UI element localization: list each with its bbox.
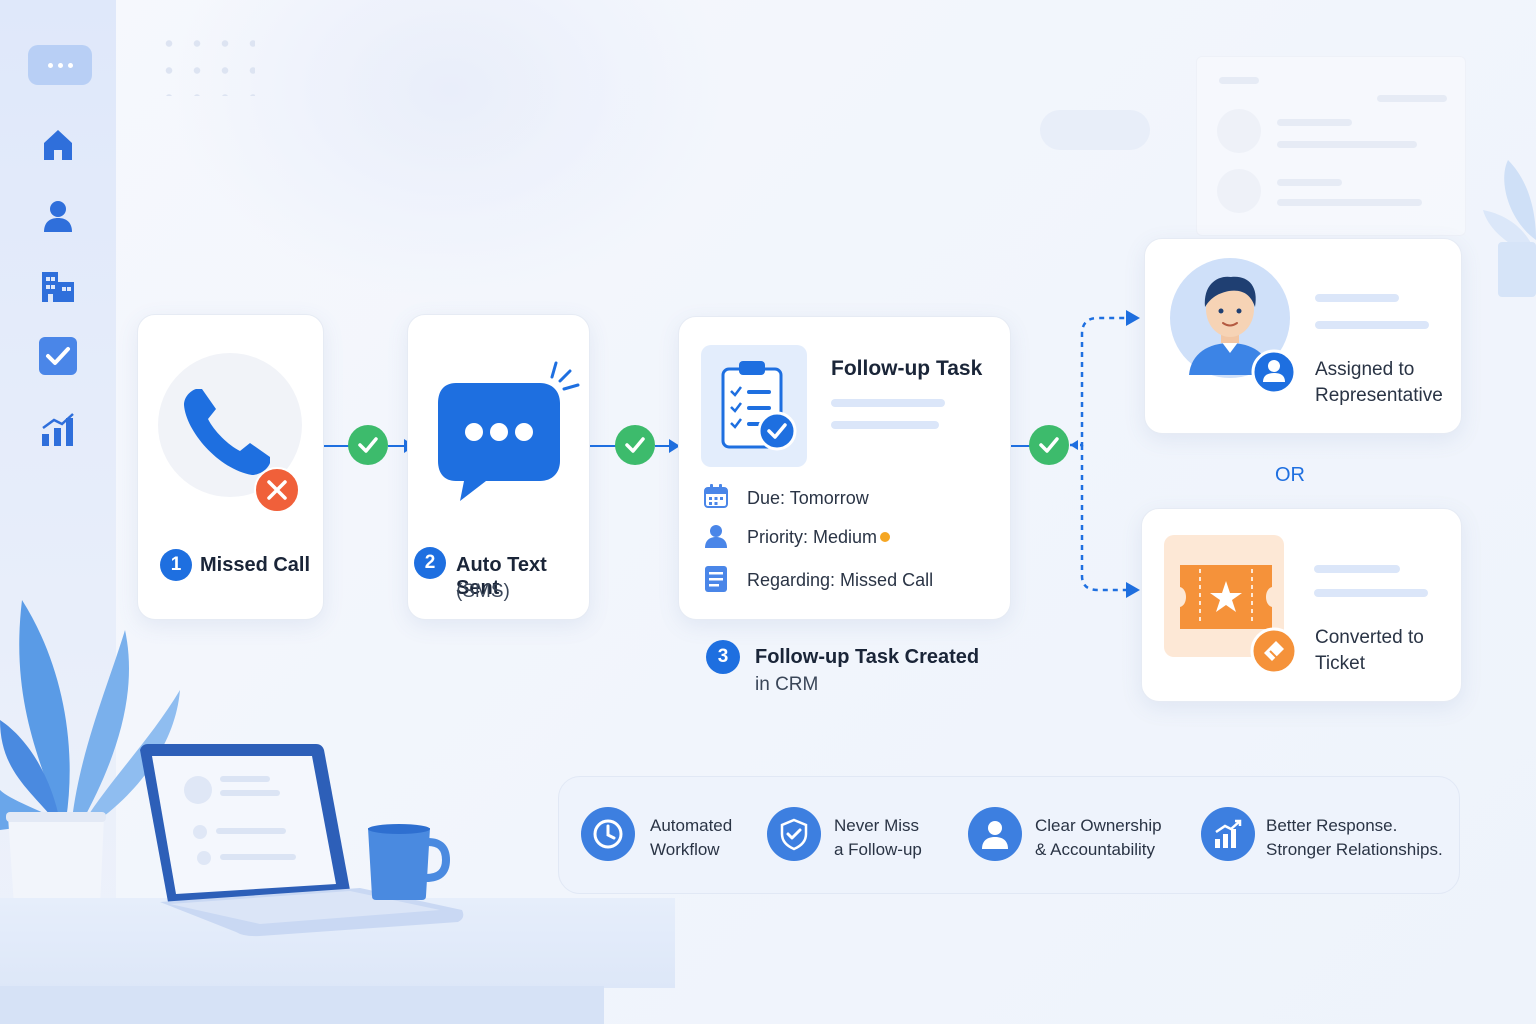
step-number-1: 1 <box>160 549 192 581</box>
ticket-badge-icon <box>1250 627 1298 675</box>
step-title-auto-text: Auto Text Sent <box>456 554 547 599</box>
benefit-ownership: Clear Ownership & Accountability <box>1035 816 1162 859</box>
desk-front <box>0 986 604 1024</box>
placeholder-bar <box>831 399 945 407</box>
calendar-icon <box>704 484 728 508</box>
home-icon[interactable] <box>40 126 76 162</box>
converted-ticket-card: Converted to Ticket <box>1141 508 1462 702</box>
chat-bubble-icon[interactable] <box>28 45 92 85</box>
step-subtitle-sms: (SMS) <box>456 581 510 602</box>
step-number-2: 2 <box>414 547 446 579</box>
green-check-icon <box>348 425 388 465</box>
connector-line <box>655 445 671 447</box>
auto-text-card: 2 Auto Text Sent (SMS) <box>407 314 590 620</box>
assigned-representative-card: Assigned to Representative <box>1144 238 1462 434</box>
branch-connector <box>1070 310 1140 598</box>
person-icon <box>705 525 727 548</box>
phone-icon <box>184 389 270 475</box>
background-cloud <box>1040 110 1150 150</box>
coffee-mug-illustration <box>368 824 450 900</box>
missed-call-card: 1 Missed Call <box>137 314 324 620</box>
follow-up-task-card: Follow-up Task Due: Tomorrow Priority: M… <box>678 316 1011 620</box>
placeholder-bar <box>1315 321 1429 329</box>
task-priority: Priority: Medium <box>747 527 878 547</box>
arrowhead-icon <box>669 439 680 453</box>
placeholder-bar <box>1314 565 1400 573</box>
user-badge-icon <box>1251 349 1297 395</box>
green-check-icon <box>615 425 655 465</box>
benefit-never-miss: Never Miss a Follow-up <box>834 816 922 859</box>
growth-chart-icon <box>1201 807 1255 861</box>
missed-x-icon <box>254 467 300 513</box>
connector-line <box>388 445 406 447</box>
benefit-automated: Automated Workflow <box>650 816 733 859</box>
background-window <box>1196 56 1466 236</box>
task-card-title: Follow-up Task <box>831 357 983 380</box>
decorative-dots <box>155 30 255 96</box>
ticket-label: Converted to Ticket <box>1315 627 1424 674</box>
step-number-3: 3 <box>706 640 740 674</box>
tasks-checkbox-icon[interactable] <box>38 336 78 376</box>
placeholder-bar <box>831 421 939 429</box>
user-icon <box>968 807 1022 861</box>
company-building-icon[interactable] <box>40 268 76 304</box>
benefits-bar: Automated Workflow Never Miss a Follow-u… <box>558 776 1460 894</box>
laptop-illustration <box>140 744 464 937</box>
connector-line <box>324 445 350 447</box>
plant-leaf-decoration <box>1483 160 1536 297</box>
step-title-missed-call: Missed Call <box>200 554 311 576</box>
benefit-better-response: Better Response. Stronger Relationships. <box>1266 816 1443 859</box>
notification-burst-icon <box>550 361 580 391</box>
priority-dot-icon <box>880 532 890 542</box>
representative-avatar <box>1170 258 1290 378</box>
connector-line <box>1011 445 1031 447</box>
contact-icon[interactable] <box>40 198 76 234</box>
document-icon <box>705 566 727 592</box>
placeholder-bar <box>1315 294 1399 302</box>
or-label: OR <box>1275 464 1305 486</box>
reports-chart-icon[interactable] <box>40 412 76 448</box>
clipboard-checklist-icon <box>721 361 797 451</box>
assigned-label: Assigned to Representative <box>1315 359 1443 406</box>
shield-check-icon <box>767 807 821 861</box>
clock-icon <box>581 807 635 861</box>
potted-plant-illustration <box>0 600 180 906</box>
chat-message-icon <box>438 383 560 501</box>
step-subtitle-crm: in CRM <box>755 674 819 695</box>
green-check-icon <box>1029 425 1069 465</box>
connector-line <box>590 445 616 447</box>
ticket-star-icon <box>1180 565 1272 629</box>
task-due: Due: Tomorrow <box>747 488 869 508</box>
placeholder-bar <box>1314 589 1428 597</box>
task-regarding: Regarding: Missed Call <box>747 570 934 590</box>
step-title-task-created: Follow-up Task Created <box>755 646 980 668</box>
